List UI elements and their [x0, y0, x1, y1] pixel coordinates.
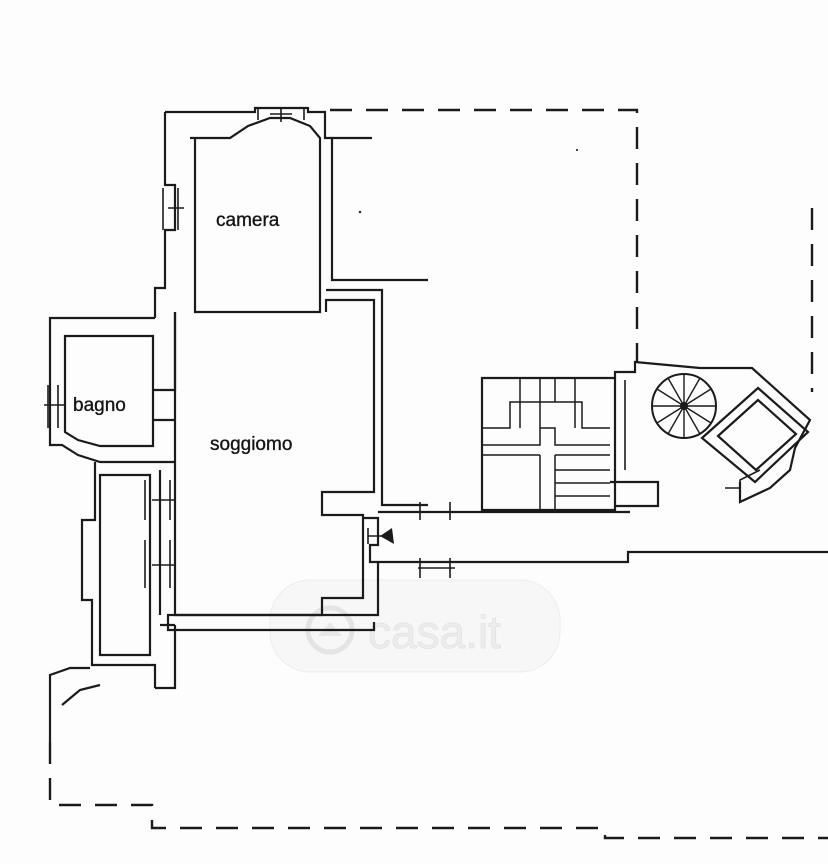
- elevator-icon: [700, 386, 810, 500]
- room-camera: camera: [153, 106, 428, 318]
- room-soggiorno: soggiomo: [144, 288, 428, 627]
- room-label-bagno: bagno: [73, 395, 126, 416]
- room-label-soggiorno: soggiomo: [210, 434, 292, 455]
- room-label-camera: camera: [216, 210, 280, 231]
- watermark: casa.it: [269, 579, 561, 673]
- entrance-corridor: [166, 502, 828, 632]
- room-bagno: bagno: [44, 312, 177, 464]
- entrance-arrow-icon: [367, 528, 394, 544]
- watermark-text: casa.it: [368, 606, 501, 658]
- property-boundary: [48, 108, 828, 840]
- scan-marks: [358, 148, 579, 214]
- corridor-left: [48, 462, 177, 742]
- staircase: [480, 360, 812, 512]
- spiral-stair-icon: [651, 373, 717, 439]
